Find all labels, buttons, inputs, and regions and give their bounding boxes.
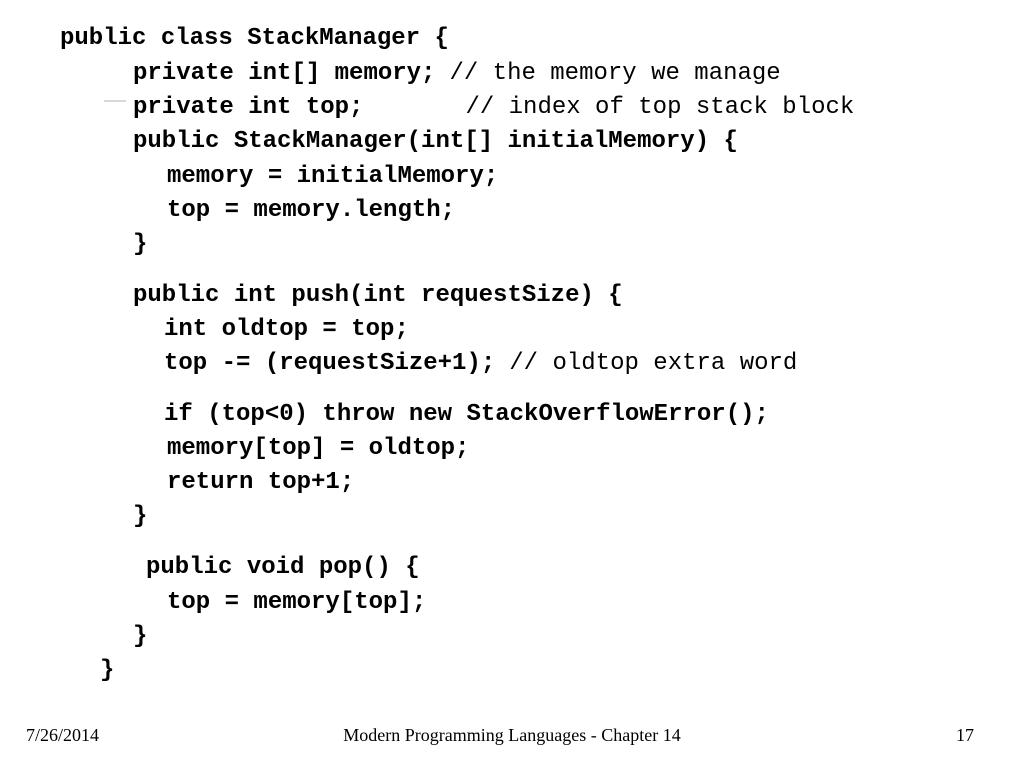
- code-line-push-body: if (top<0) throw new StackOverflowError(…: [164, 400, 769, 430]
- stray-mark: [104, 100, 126, 102]
- code-line-closing-brace: }: [133, 502, 147, 532]
- code-line-push-body: return top+1;: [167, 468, 354, 498]
- footer-title: Modern Programming Languages - Chapter 1…: [343, 725, 681, 745]
- code-line-pop-body: top = memory[top];: [167, 588, 426, 618]
- code-comment: // oldtop extra word: [509, 350, 798, 377]
- code-text: public void pop() {: [146, 554, 420, 581]
- code-line-constructor: public StackManager(int[] initialMemory)…: [133, 127, 738, 157]
- code-comment: // the memory we manage: [449, 60, 781, 87]
- code-text: top = memory.length;: [167, 197, 456, 224]
- code-line-push-body: top -= (requestSize+1); // oldtop extra w…: [164, 349, 797, 379]
- code-line-class-closing-brace: }: [100, 656, 114, 686]
- code-line-constructor-body: top = memory.length;: [167, 196, 455, 226]
- code-line-pop-method: public void pop() {: [146, 553, 420, 583]
- code-line-class-declaration: public class StackManager {: [60, 24, 449, 54]
- code-line-top-field: private int top; // index of top stack bl…: [133, 93, 854, 123]
- code-text: private int top;: [133, 94, 364, 121]
- code-line-constructor-body: memory = initialMemory;: [167, 162, 498, 192]
- code-line-closing-brace: }: [133, 622, 147, 652]
- code-text: top = memory[top];: [167, 589, 427, 616]
- code-text: memory[top] = oldtop;: [167, 435, 470, 462]
- code-text: }: [100, 657, 115, 684]
- code-line-push-method: public int push(int requestSize) {: [133, 281, 623, 311]
- code-comment: // index of top stack block: [465, 94, 855, 121]
- code-line-push-body: int oldtop = top;: [164, 315, 409, 345]
- code-text: public int push(int requestSize) {: [133, 282, 623, 309]
- code-line-memory-field: private int[] memory; // the memory we ma…: [133, 59, 781, 89]
- code-text: top -= (requestSize+1);: [164, 350, 496, 377]
- code-text: }: [133, 623, 148, 650]
- code-text: int oldtop = top;: [164, 316, 409, 343]
- code-text: public StackManager(int[] initialMemory)…: [133, 128, 738, 155]
- code-line-closing-brace: }: [133, 230, 147, 260]
- code-text: }: [133, 503, 148, 530]
- footer-page-number: 17: [956, 725, 974, 745]
- code-text: if (top<0) throw new StackOverflowError(…: [164, 401, 769, 428]
- code-text: memory = initialMemory;: [167, 163, 499, 190]
- code-text: }: [133, 231, 148, 258]
- footer-date: 7/26/2014: [26, 725, 100, 745]
- code-text: public class StackManager {: [60, 25, 449, 52]
- code-text: return top+1;: [167, 469, 355, 496]
- code-text: private int[] memory;: [133, 60, 436, 87]
- code-line-push-body: memory[top] = oldtop;: [167, 434, 469, 464]
